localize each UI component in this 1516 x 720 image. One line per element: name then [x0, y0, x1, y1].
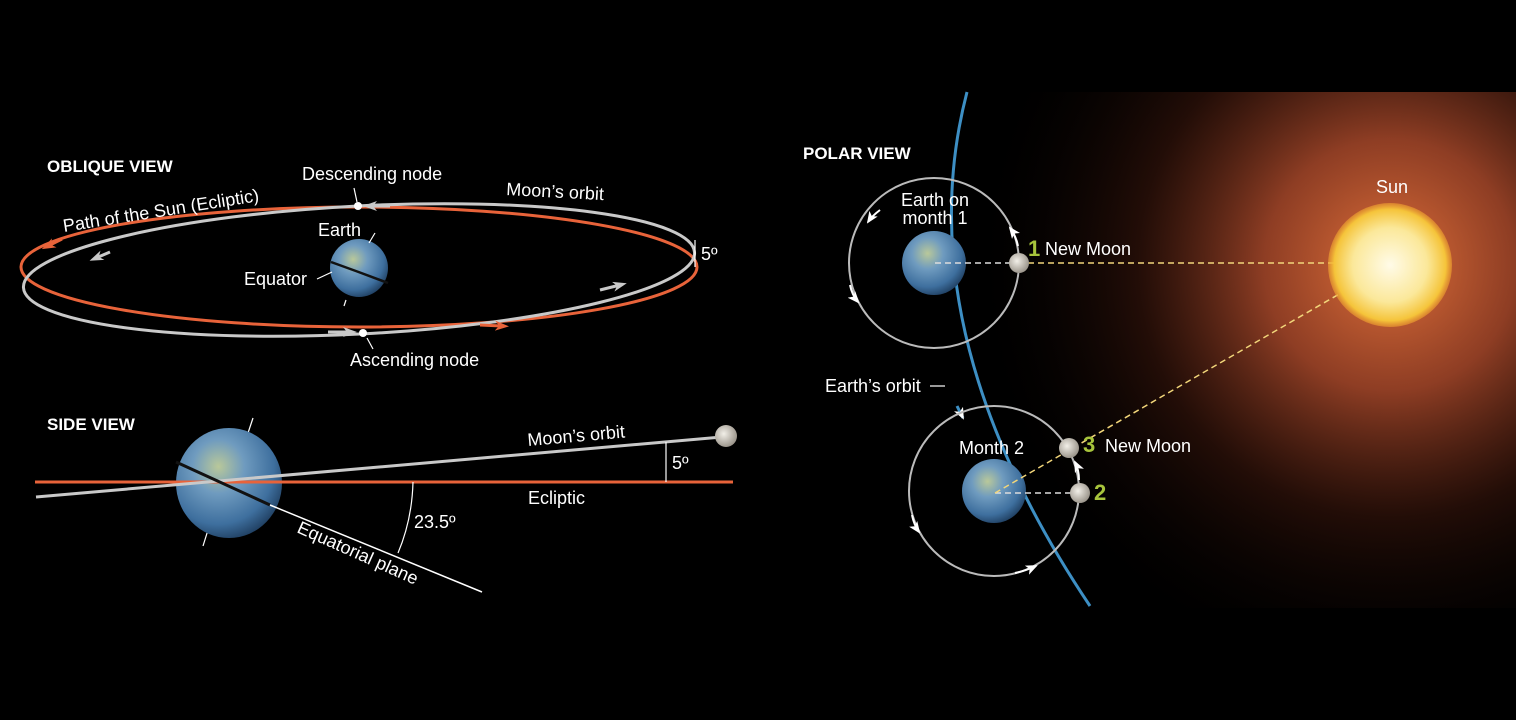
side-moon-angle-label: 5º: [672, 453, 689, 473]
oblique-angle-label: 5º: [701, 244, 718, 264]
equator-label: Equator: [244, 269, 307, 289]
earth-month1-label-line2: month 1: [902, 208, 967, 228]
moon-position-2: [1070, 483, 1090, 503]
polar-view-title: POLAR VIEW: [803, 144, 912, 163]
moon-orbit-arrow-icon: [89, 250, 111, 261]
ecliptic-arrow-icon: [479, 320, 509, 331]
moon-position-1: [1009, 253, 1029, 273]
marker-3-number: 3: [1083, 432, 1095, 457]
orbit-arrow-icon: [1008, 226, 1020, 247]
earth-orbit-arrow-icon: [954, 405, 965, 420]
earth-month2: [962, 459, 1026, 523]
earth-label: Earth: [318, 220, 361, 240]
orbit-arrow-icon: [1014, 565, 1038, 575]
ecliptic-arrow-icon: [41, 237, 63, 250]
equator-line-side: [175, 460, 271, 507]
moon-position-3: [1059, 438, 1079, 458]
sun-glow: [760, 92, 1516, 608]
oblique-view: OBLIQUE VIEW Descending node Moon’s orbi…: [19, 157, 718, 370]
ecliptic-label: Ecliptic: [528, 488, 585, 508]
equator-line: [330, 260, 389, 285]
oblique-view-title: OBLIQUE VIEW: [47, 157, 174, 176]
orbit-arrow-icon: [1074, 460, 1084, 481]
descending-node-dot: [354, 202, 362, 210]
sun: [1328, 203, 1452, 327]
side-view: SIDE VIEW Moon’s orbit 5º Ecliptic 23.5º…: [35, 415, 737, 593]
sun-line-3: [994, 281, 1361, 494]
moon-side: [715, 425, 737, 447]
marker-2-number: 2: [1094, 480, 1106, 505]
earth-month1: [902, 231, 966, 295]
earth-month1-label-line1: Earth on: [901, 190, 969, 210]
moon-orbit-arrow-icon: [599, 281, 627, 292]
tilt-angle-label: 23.5º: [414, 512, 456, 532]
earth-globe: [330, 239, 388, 297]
marker-1-label: New Moon: [1045, 239, 1131, 259]
marker-3-label: New Moon: [1105, 436, 1191, 456]
equatorial-plane-label: Equatorial plane: [294, 517, 421, 588]
ascending-node-dot: [359, 329, 367, 337]
side-view-title: SIDE VIEW: [47, 415, 136, 434]
earth-orbit-path: [949, 91, 1092, 607]
equatorial-plane-line: [269, 504, 483, 593]
ascending-node-label: Ascending node: [350, 350, 479, 370]
sun-label: Sun: [1376, 177, 1408, 197]
moon-orbit-line: [35, 435, 723, 499]
earth-orbit-label: Earth’s orbit: [825, 376, 921, 396]
polar-view: POLAR VIEW Earth on month 1 Month 2 Eart…: [803, 91, 1452, 607]
orbit-arrow-icon: [909, 514, 921, 534]
month2-label: Month 2: [959, 438, 1024, 458]
orbit-arrow-icon: [866, 209, 881, 224]
descending-node-label: Descending node: [302, 164, 442, 184]
orbit-arrow-icon: [847, 284, 860, 304]
tilt-angle-arc: [397, 481, 414, 554]
moon-orbit-label: Moon’s orbit: [506, 179, 605, 204]
marker-1-number: 1: [1028, 236, 1040, 261]
